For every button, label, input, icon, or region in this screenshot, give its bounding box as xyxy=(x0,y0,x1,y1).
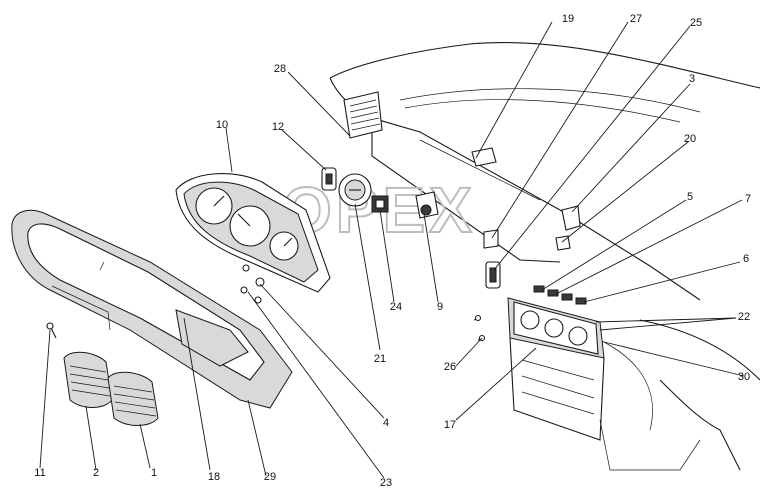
callout-23: 23 xyxy=(380,477,392,489)
switch-25 xyxy=(485,261,501,289)
side-air-vent-2 xyxy=(63,351,113,408)
callout-20: 20 xyxy=(684,133,696,145)
callout-labels: 19 27 25 28 10 12 3 20 5 7 6 22 30 17 26… xyxy=(34,13,751,489)
callout-7: 7 xyxy=(745,193,751,205)
side-air-vent-1 xyxy=(107,371,159,426)
bracket-3 xyxy=(561,205,581,231)
callout-2: 2 xyxy=(93,467,99,479)
callout-6: 6 xyxy=(743,253,749,265)
callout-27: 27 xyxy=(630,13,642,25)
callout-19: 19 xyxy=(562,13,574,25)
callout-4: 4 xyxy=(383,417,389,429)
center-console xyxy=(507,285,605,441)
callout-3: 3 xyxy=(689,73,695,85)
callout-5: 5 xyxy=(687,191,693,203)
center-air-vent xyxy=(343,91,383,139)
ignition-switch-21 xyxy=(338,173,372,207)
callout-26: 26 xyxy=(444,361,456,373)
screw-11 xyxy=(46,322,57,339)
instrument-cluster xyxy=(175,173,331,293)
screws xyxy=(240,264,486,342)
switch-block-12 xyxy=(321,167,337,191)
clip-20 xyxy=(555,235,571,251)
callout-9: 9 xyxy=(437,301,443,313)
switch-24 xyxy=(371,195,389,213)
callout-18: 18 xyxy=(208,471,220,483)
callout-12: 12 xyxy=(272,121,284,133)
callout-11: 11 xyxy=(34,467,45,479)
leader-lines xyxy=(39,21,745,479)
callout-30: 30 xyxy=(738,371,750,383)
callout-10: 10 xyxy=(216,119,228,131)
bracket-19 xyxy=(471,147,497,167)
callout-1: 1 xyxy=(151,467,157,479)
callout-25: 25 xyxy=(690,17,702,29)
bracket-27 xyxy=(483,229,499,249)
instrument-panel-trim xyxy=(11,209,293,409)
callout-22: 22 xyxy=(738,311,750,323)
callout-21: 21 xyxy=(374,353,386,365)
callout-17: 17 xyxy=(444,419,456,431)
callout-28: 28 xyxy=(274,63,286,75)
connector-9 xyxy=(415,191,439,219)
callout-29: 29 xyxy=(264,471,276,483)
dashboard-body xyxy=(329,41,760,471)
callout-24: 24 xyxy=(390,301,402,313)
